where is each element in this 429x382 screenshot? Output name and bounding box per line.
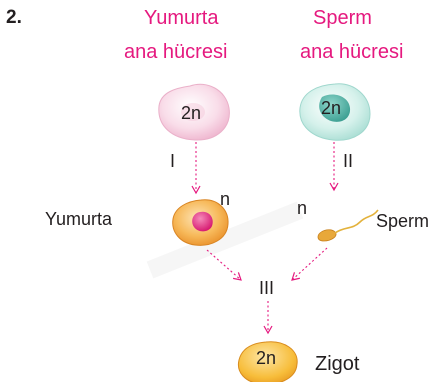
egg-label: Yumurta (45, 210, 112, 228)
sperm-ploidy: n (297, 199, 307, 217)
arrow-sperm-to-fertilization (292, 248, 327, 280)
sperm-mother-ploidy: 2n (321, 99, 341, 117)
question-number: 2. (6, 8, 22, 27)
egg-mother-label-line1: Yumurta (144, 8, 218, 28)
zygote-label: Zigot (315, 354, 359, 374)
egg-nucleus (192, 212, 213, 232)
zygote-ploidy: 2n (256, 349, 276, 367)
sperm-tail (335, 210, 378, 233)
egg-mother-label-line2: ana hücresi (124, 42, 227, 62)
step-label-fertilization: III (259, 279, 274, 297)
sperm-label: Sperm (376, 212, 429, 230)
step-label-egg-meiosis: I (170, 152, 175, 170)
sperm-mother-label-line1: Sperm (313, 8, 372, 28)
egg-mother-ploidy: 2n (181, 104, 201, 122)
egg-ploidy: n (220, 190, 230, 208)
sperm-mother-label-line2: ana hücresi (300, 42, 403, 62)
sperm-cell (318, 210, 378, 241)
step-label-sperm-meiosis: II (343, 152, 353, 170)
